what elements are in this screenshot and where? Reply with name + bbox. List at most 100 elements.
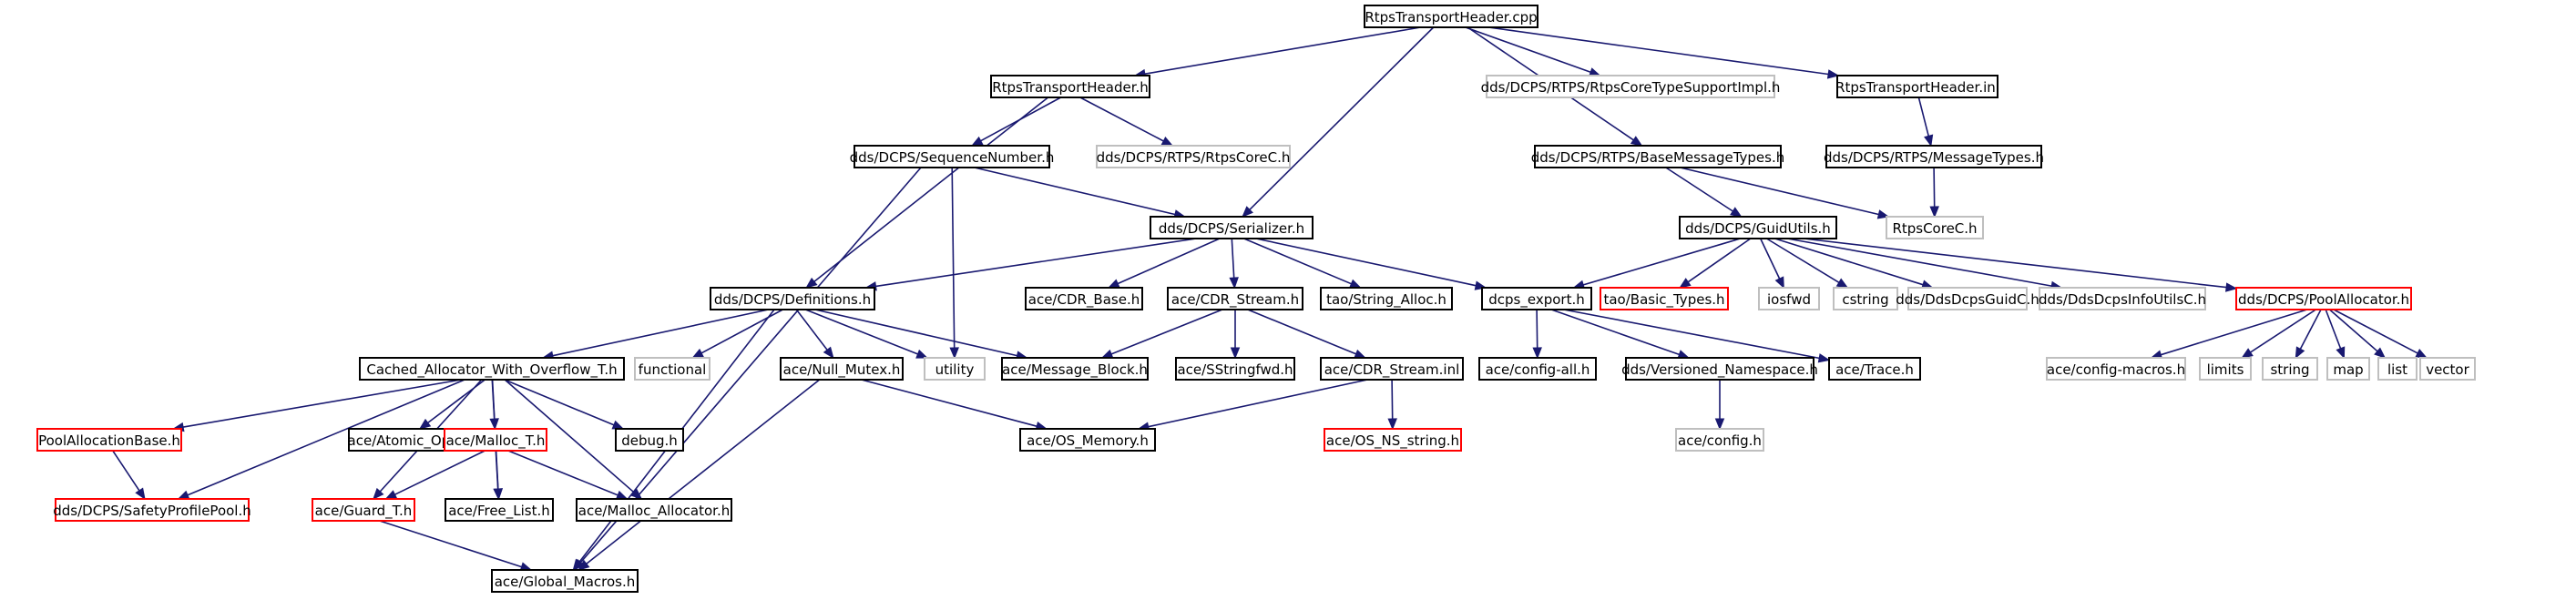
node-poolbase[interactable]: PoolAllocationBase.h [36,428,182,452]
edge-line [1803,238,2227,289]
node-configall[interactable]: ace/config-all.h [1478,357,1597,381]
edge-root-to-rth-inl [1487,26,1840,79]
node-root[interactable]: RtpsTransportHeader.cpp [1364,5,1538,28]
node-box [1019,428,1156,452]
node-sstringfwd[interactable]: ace/SStringfwd.h [1175,357,1295,381]
node-label: dds/DCPS/SafetyProfilePool.h [53,503,251,519]
node-msgtypes[interactable]: dds/DCPS/RTPS/MessageTypes.h [1824,145,2044,168]
edge-line [1079,97,1164,142]
node-nullmutex[interactable]: ace/Null_Mutex.h [780,357,904,381]
edge-line [1536,309,1538,349]
arrowhead-icon [1532,347,1542,360]
node-cdr-stream[interactable]: ace/CDR_Stream.h [1167,287,1303,310]
node-label: dds/DCPS/RTPS/MessageTypes.h [1824,149,2044,166]
edge-serializer-to-dcps-export [1255,238,1487,290]
edge-line [804,309,918,355]
node-cached[interactable]: Cached_Allocator_With_Overflow_T.h [359,357,625,381]
node-box [359,357,625,381]
node-mallocalloc[interactable]: ace/Malloc_Allocator.h [576,498,732,522]
node-box [1150,216,1314,239]
node-map: map [2326,357,2370,381]
node-label: dds/DCPS/Definitions.h [714,291,871,308]
edge-line [1465,26,1591,74]
node-label: ace/Atomic_Op.h [348,432,464,450]
node-label: ace/Trace.h [1835,361,1914,378]
node-osmem[interactable]: ace/OS_Memory.h [1019,428,1156,452]
node-cdr-base[interactable]: ace/CDR_Base.h [1025,287,1143,310]
arrowhead-icon [2225,282,2238,292]
node-label: ace/OS_Memory.h [1027,432,1149,450]
node-stralloc[interactable]: tao/String_Alloc.h [1320,287,1453,310]
node-guard[interactable]: ace/Guard_T.h [312,498,415,522]
node-dcps-export[interactable]: dcps_export.h [1481,287,1592,310]
edge-cdr-stream-to-msgblock [1100,309,1223,359]
node-box [780,357,904,381]
edges-layer [112,26,2428,572]
node-label: dds/DCPS/GuidUtils.h [1685,220,1831,237]
node-guidutils[interactable]: dds/DCPS/GuidUtils.h [1679,216,1837,239]
node-label: vector [2426,361,2469,378]
node-box [1675,428,1764,452]
node-serializer[interactable]: dds/DCPS/Serializer.h [1150,216,1314,239]
arrowhead-icon [1826,69,1840,79]
node-basemsg[interactable]: dds/DCPS/RTPS/BaseMessageTypes.h [1531,145,1784,168]
node-defs[interactable]: dds/DCPS/Definitions.h [710,287,875,310]
edge-line [1148,379,1368,428]
arrowhead-icon [1387,418,1397,431]
node-trace[interactable]: ace/Trace.h [1828,357,1921,381]
node-label: dds/DdsDcpsInfoUtilsC.h [2039,291,2206,308]
node-poolalloc[interactable]: dds/DCPS/PoolAllocator.h [2235,287,2412,310]
node-box [2039,287,2206,310]
node-label: PoolAllocationBase.h [38,432,180,449]
edge-line [1110,309,1223,355]
node-freelist[interactable]: ace/Free_List.h [445,498,554,522]
arrowhead-icon [915,349,929,359]
node-label: ace/OS_NS_string.h [1326,432,1459,450]
node-aceconfig: ace/config.h [1675,428,1764,452]
edge-line [1765,238,1840,283]
node-vector: vector [2419,357,2476,381]
edge-line [379,520,522,568]
arrowhead-icon [1679,278,1692,289]
node-rth-inl[interactable]: RtpsTransportHeader.inl [1835,75,1999,98]
node-debug[interactable]: debug.h [615,428,684,452]
node-functional: functional [634,357,710,381]
edge-seqnum-to-utility [949,167,959,360]
node-utility: utility [924,357,986,381]
edge-line [1255,238,1477,287]
node-iosfwd: iosfwd [1758,287,1820,310]
edge-cdr-stream-to-sstringfwd [1230,310,1241,360]
node-infoutils: dds/DdsDcpsInfoUtilsC.h [2039,287,2206,310]
edge-line [795,309,828,351]
edge-line [586,379,821,564]
node-label: debug.h [621,432,678,449]
edge-nullmutex-to-osmem [861,379,1048,432]
node-label: RtpsCoreC.h [1892,220,1977,237]
edge-line [700,309,783,354]
node-safety[interactable]: dds/DCPS/SafetyProfilePool.h [53,498,251,522]
node-box [634,357,710,381]
edge-malloc-t-to-freelist [493,450,503,501]
node-label: ace/Global_Macros.h [495,574,636,591]
node-rth-h[interactable]: RtpsTransportHeader.h [990,75,1150,98]
edge-cached-to-debug [504,379,625,430]
node-atomic[interactable]: ace/Atomic_Op.h [348,428,464,452]
arrowhead-icon [1230,347,1241,360]
node-cdr-inl[interactable]: ace/CDR_Stream.inl [1320,357,1464,381]
node-malloc-t[interactable]: ace/Malloc_T.h [444,428,547,452]
edge-line [813,97,1049,282]
edge-line [1786,238,2052,287]
node-versioned[interactable]: dds/Versioned_Namespace.h [1621,357,1818,381]
node-label: ace/CDR_Base.h [1028,291,1140,309]
edge-line [1247,309,1356,355]
node-label: dds/DCPS/PoolAllocator.h [2238,291,2409,308]
arrowhead-icon [691,348,704,359]
node-os-ns[interactable]: ace/OS_NS_string.h [1324,428,1462,452]
node-msgblock[interactable]: ace/Message_Block.h [1001,357,1149,381]
node-label: ace/Malloc_T.h [446,432,546,450]
edge-guidutils-to-poolalloc [1803,238,2238,292]
node-globalmacros[interactable]: ace/Global_Macros.h [491,569,639,593]
edge-rth-h-to-rtpscore-c [1079,97,1174,147]
node-seqnum[interactable]: dds/DCPS/SequenceNumber.h [850,145,1055,168]
node-basic-types[interactable]: tao/Basic_Types.h [1600,287,1729,310]
